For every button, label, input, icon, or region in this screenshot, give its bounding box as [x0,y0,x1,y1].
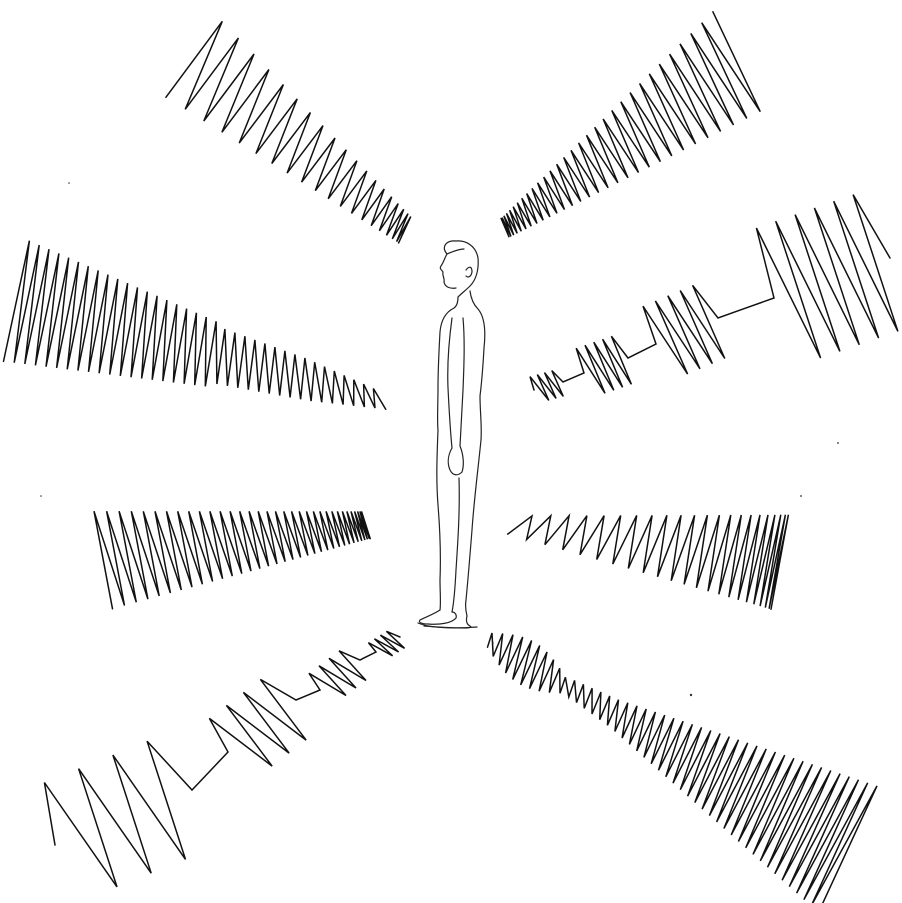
waveform-middle-right [530,195,898,401]
waveform-upper-left [166,21,411,243]
standing-human-figure [418,241,485,628]
waveform-lower-left [94,511,370,609]
waveform-bottom-left [44,631,404,887]
waveform-middle-left [4,241,386,410]
waveform-upper-right [501,12,760,238]
paper-specks [40,182,839,696]
waveform-lower-right [508,515,789,609]
waveform-bottom-right [488,633,878,903]
